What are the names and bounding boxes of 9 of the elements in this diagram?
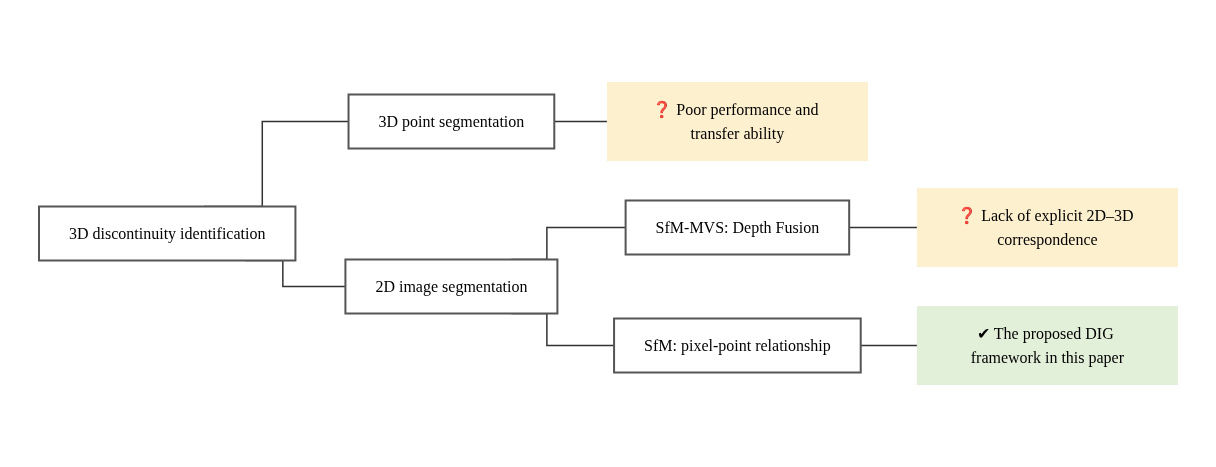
node-box: 3D point segmentation xyxy=(347,93,556,150)
node-box: SfM-MVS: Depth Fusion xyxy=(624,199,850,256)
node-box: ✔ The proposed DIG framework in this paper xyxy=(916,306,1178,385)
node-box: ❓ Poor performance and transfer ability xyxy=(606,82,868,161)
connector xyxy=(848,226,918,229)
node-box: ❓ Lack of explicit 2D–3D correspondence xyxy=(916,188,1178,267)
node-box: 2D image segmentation xyxy=(344,258,559,315)
node-box: SfM: pixel-point relationship xyxy=(612,317,862,374)
node-box: 3D discontinuity identification xyxy=(37,205,297,262)
